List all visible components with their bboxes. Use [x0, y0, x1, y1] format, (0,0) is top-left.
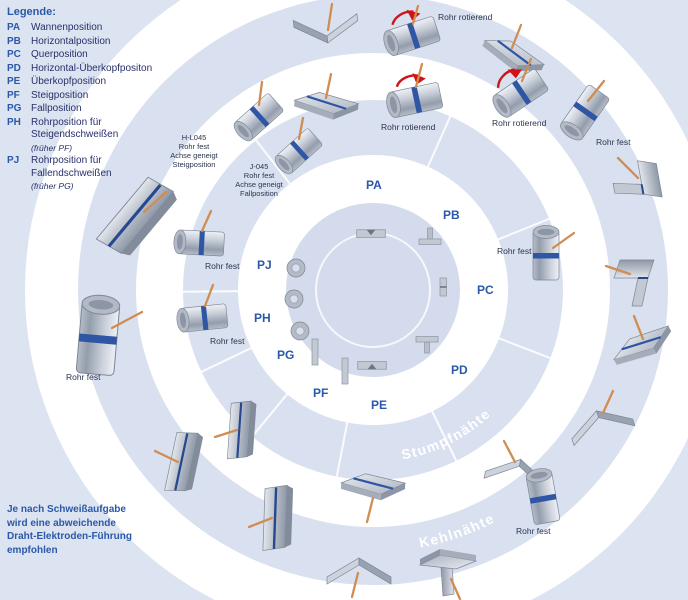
legend-code: PJ — [7, 155, 20, 166]
legend-label: Überkopfposition — [31, 76, 107, 87]
legend-label: Querposition — [31, 49, 88, 60]
annotation-pipe-fixed-left-lower: Rohr fest — [210, 336, 245, 346]
legend-label: Wannenposition — [31, 22, 103, 33]
illu-roof-on-pipe — [483, 439, 553, 492]
legend-title: Legende: — [7, 6, 56, 18]
icon-pipe-ring-extra — [290, 321, 310, 341]
legend-label-text: Rohrposition für Steigendschweißen — [31, 116, 119, 141]
illu-pipe-inclined-uphill — [230, 80, 285, 145]
legend-code: PC — [7, 49, 21, 60]
legend-code: PB — [7, 35, 21, 47]
annotation-pipe-fixed-right-mid: Rohr fest — [497, 246, 532, 256]
position-label-pg: PG — [277, 348, 295, 362]
position-label-pd: PD — [451, 363, 468, 377]
illu-pipe-fixed-left-lower — [175, 283, 229, 334]
annotation-pipe-rotating-top: Rohr rotierend — [438, 12, 493, 22]
illu-overhead-butt-plate — [339, 471, 407, 524]
icon-overhead-position — [357, 361, 387, 370]
illu-pipe-inclined-downhill — [271, 116, 324, 178]
illu-big-pipe-fixed-left — [75, 293, 144, 377]
illu-pipe-fixed-right-top — [556, 79, 611, 145]
position-label-ph: PH — [254, 311, 271, 325]
illu-pipe-fixed-left-upper — [172, 209, 226, 257]
legend-code: PF — [7, 89, 20, 101]
illu-tilted-plate-left — [94, 171, 181, 264]
legend-item-pf: PF Steigposition — [7, 90, 181, 103]
legend-label: Rohrposition für Fallendschweißen (früher… — [31, 155, 112, 193]
annotation-pipe-fixed-left-upper: Rohr fest — [205, 261, 240, 271]
annotation-hl045: H-L045 Rohr fest Achse geneigt Steigposi… — [170, 133, 218, 169]
legend-label: Horizontal-Überkopfpositon — [31, 62, 153, 74]
legend-code: PH — [7, 116, 21, 128]
illu-pipe-rotating-mid-left — [383, 62, 444, 120]
legend-item-ph: PH Rohrposition für Steigendschweißen(fr… — [7, 117, 181, 155]
icon-pipe-ring-ph — [284, 289, 304, 309]
legend-label: Rohrposition für Steigendschweißen(frühe… — [31, 117, 118, 155]
illu-fillet-vee-top — [292, 2, 360, 47]
position-label-pb: PB — [443, 208, 460, 222]
icon-transverse-position — [439, 277, 448, 297]
annotation-pipe-rotating-mid-right: Rohr rotierend — [492, 118, 547, 128]
legend-item-pd: PD Horizontal-Überkopfpositon — [7, 63, 181, 76]
legend-code: PG — [7, 103, 22, 114]
legend-label: Fallposition — [31, 103, 82, 114]
legend-item-pa: PA Wannenposition — [7, 22, 181, 35]
illu-pipe-fixed-vertical-right — [532, 225, 576, 281]
position-label-pj: PJ — [257, 258, 272, 272]
illu-flat-butt-plate — [292, 72, 361, 123]
illu-vertical-plate-left-bottom — [153, 427, 205, 497]
legend-item-pb: PB Horizontalposition — [7, 36, 181, 49]
legend-label: Steigposition — [31, 89, 89, 101]
illu-vee-overhead — [326, 557, 392, 599]
position-label-pa: PA — [366, 178, 382, 192]
icon-vertical-down-position — [311, 338, 319, 366]
legend-code: PA — [7, 22, 21, 33]
legend-code: PD — [7, 62, 21, 74]
illu-vertical-butt-plate — [213, 398, 258, 462]
illu-pipe-rotating-mid-right — [488, 57, 550, 121]
icon-vertical-up-position — [341, 357, 349, 385]
illu-vertical-plate-fillet — [247, 483, 295, 553]
position-label-pc: PC — [477, 283, 494, 297]
legend-label-text: Rohrposition für Fallendschweißen — [31, 155, 112, 179]
legend-item-pe: PE Überkopfposition — [7, 76, 181, 89]
illu-plate-tilted-top-right — [477, 23, 549, 83]
position-label-pe: PE — [371, 398, 388, 412]
legend-item-pj: PJ Rohrposition für Fallendschweißen (frü… — [7, 155, 181, 193]
icon-flat-position — [356, 229, 386, 238]
legend-code: PE — [7, 76, 21, 87]
illu-corner-right — [608, 156, 664, 206]
sector-dividers — [181, 115, 552, 478]
icon-pipe-ring-pj — [286, 258, 306, 278]
legend-note: (früher PF) — [31, 142, 73, 153]
annotation-pipe-fixed-far-left: Rohr fest — [66, 372, 101, 382]
legend-item-pg: PG Fallposition — [7, 103, 181, 116]
position-label-pf: PF — [313, 386, 329, 400]
annotation-j045: J-045 Rohr fest Achse geneigt Fallpositi… — [235, 162, 283, 198]
illu-pipe-rotating-top — [380, 4, 442, 58]
legend: Legende: PA Wannenposition PB Horizontal… — [7, 6, 181, 194]
illu-roof-bottom-right — [565, 389, 636, 446]
annotation-pipe-fixed-bottom: Rohr fest — [516, 526, 551, 536]
annotation-pipe-rotating-mid-left: Rohr rotierend — [381, 122, 436, 132]
illu-plate-tilted-bottom-right — [607, 314, 679, 375]
center-disc — [286, 203, 460, 377]
legend-note: (früher PG) — [31, 181, 74, 191]
illu-corner-far-right — [604, 259, 655, 307]
legend-label: Horizontalposition — [31, 35, 111, 47]
legend-item-pc: PC Querposition — [7, 49, 181, 62]
illu-tjoint-overhead — [419, 548, 477, 600]
footer-note: Je nach Schweißaufgabe wird eine abweich… — [7, 504, 132, 556]
annotation-pipe-fixed-right-top: Rohr fest — [596, 137, 631, 147]
